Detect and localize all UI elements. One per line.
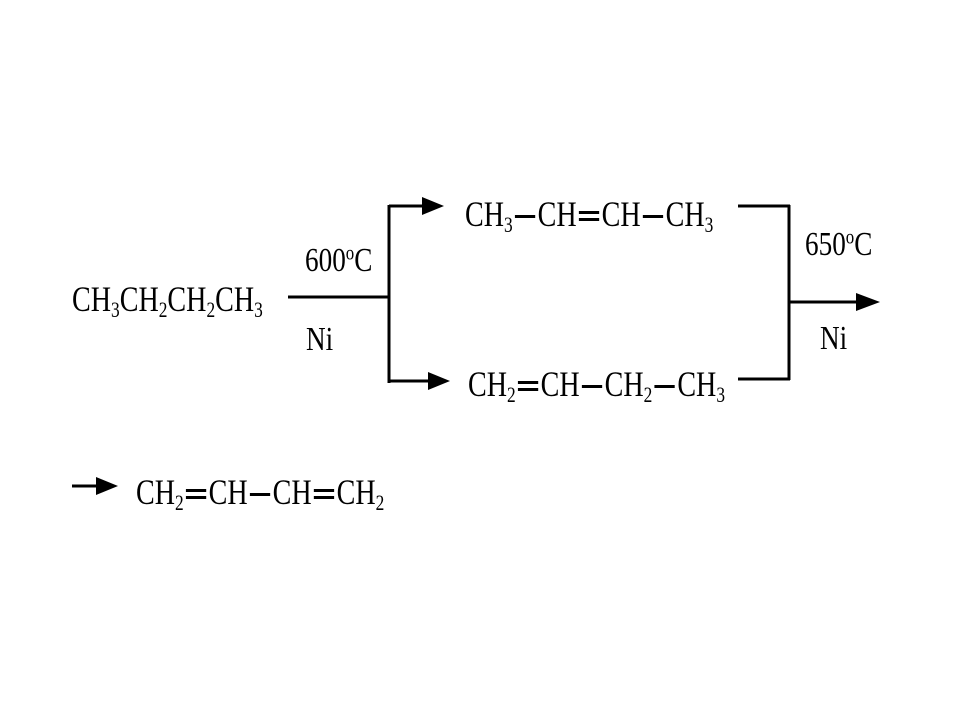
- step2-arrow-head: [856, 293, 880, 311]
- single-bond: [652, 366, 677, 402]
- reactant-group-2: CH: [119, 279, 159, 319]
- step2-temp-number: 650: [805, 226, 846, 263]
- top-group-2: CH: [537, 194, 577, 234]
- product-sub-4: 2: [375, 490, 385, 516]
- bottom-branch-arrow-head: [428, 372, 450, 390]
- reactant-group-4: CH: [215, 279, 255, 319]
- top-sub-4: 3: [704, 212, 714, 238]
- bottom-sub-3: 2: [643, 382, 653, 408]
- product-group-3: CH: [272, 472, 312, 512]
- top-group-1: CH: [465, 194, 505, 234]
- step1-temperature: 600oC: [305, 242, 373, 279]
- reactant-sub-2: 2: [158, 297, 168, 323]
- step1-degree-sign: o: [345, 240, 355, 265]
- single-bond: [580, 366, 605, 402]
- bottom-group-4: CH: [677, 364, 717, 404]
- step2-temp-unit: C: [854, 226, 873, 263]
- product-group-1: CH: [136, 472, 176, 512]
- step2-degree-sign: o: [845, 224, 855, 249]
- reactant-formula: CH3CH2CH2CH3: [72, 279, 263, 321]
- step2-temperature: 650oC: [805, 226, 873, 263]
- reactant-sub-3: 2: [206, 297, 216, 323]
- product-group-2: CH: [208, 472, 248, 512]
- double-bond: [312, 474, 337, 510]
- bottom-sub-1: 2: [507, 382, 516, 408]
- step1-temp-number: 600: [305, 242, 346, 279]
- product-sub-1: 2: [175, 490, 184, 516]
- single-bond: [513, 196, 538, 232]
- product-group-4: CH: [336, 472, 376, 512]
- reactant-group-3: CH: [167, 279, 207, 319]
- step1-temp-unit: C: [354, 242, 373, 279]
- top-branch-arrow-head: [422, 197, 444, 215]
- final-arrow-head: [96, 477, 118, 495]
- reactant-group-1: CH: [72, 279, 112, 319]
- top-sub-1: 3: [504, 212, 513, 238]
- step1-catalyst: Ni: [306, 321, 334, 358]
- bottom-sub-4: 3: [716, 382, 726, 408]
- top-group-3: CH: [601, 194, 641, 234]
- bottom-group-3: CH: [604, 364, 644, 404]
- top-group-4: CH: [665, 194, 705, 234]
- reactant-sub-1: 3: [111, 297, 120, 323]
- double-bond: [577, 196, 602, 232]
- double-bond: [184, 474, 209, 510]
- single-bond: [641, 196, 666, 232]
- double-bond: [516, 366, 541, 402]
- bottom-group-1: CH: [468, 364, 508, 404]
- bottom-group-2: CH: [540, 364, 580, 404]
- step2-catalyst: Ni: [820, 320, 848, 357]
- single-bond: [248, 474, 273, 510]
- reactant-sub-4: 3: [254, 297, 263, 323]
